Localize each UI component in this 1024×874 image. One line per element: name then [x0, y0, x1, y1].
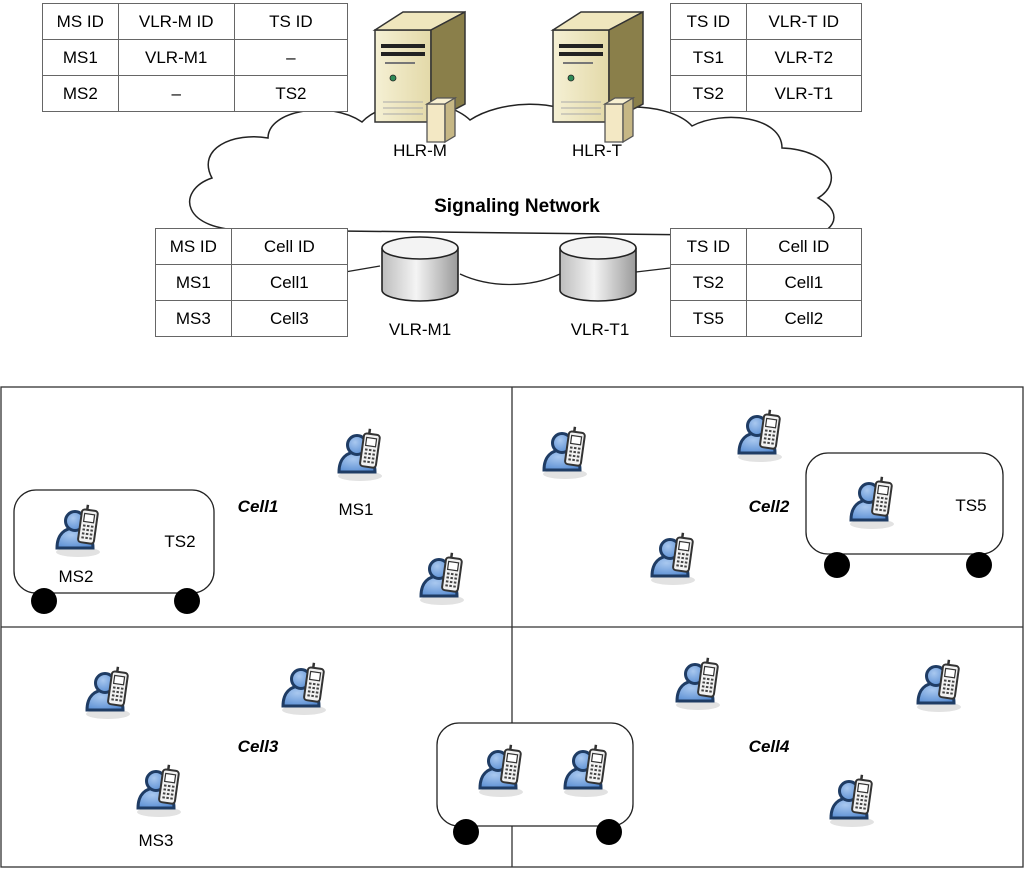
vlr-m1-label: VLR-M1: [389, 320, 451, 339]
table-cell: TS5: [670, 300, 747, 337]
mobile-user-icon: [828, 772, 876, 829]
mobile-user-icon: [674, 655, 722, 712]
signaling-network-title: Signaling Network: [434, 196, 600, 217]
vlr-t1-database-icon: [559, 236, 637, 302]
mobile-user-icon: [649, 530, 697, 587]
table-cell: Cell1: [230, 264, 349, 301]
table-header-cell: VLR-M ID: [117, 3, 235, 40]
table-header-row: MS ID VLR-M ID TS ID: [42, 3, 349, 40]
mobile-user-icon: [915, 657, 963, 714]
vlr-t1-label: VLR-T1: [571, 320, 630, 339]
table-header-row: MS ID Cell ID: [155, 228, 349, 265]
table-row: MS3 Cell3: [155, 300, 349, 337]
vehicle-terminal-icon: [436, 722, 634, 845]
vlr-t1-table: TS ID Cell ID TS2 Cell1 TS5 Cell2: [670, 228, 863, 337]
vlr-m1-database-icon: [381, 236, 459, 302]
ts2-label: TS2: [164, 532, 195, 551]
mobile-user-icon: [336, 426, 384, 483]
table-row: TS5 Cell2: [670, 300, 863, 337]
table-header-cell: MS ID: [155, 228, 232, 265]
table-header-cell: MS ID: [42, 3, 119, 40]
table-row: TS2 Cell1: [670, 264, 863, 301]
hlr-m-server-icon: [374, 11, 466, 143]
ms2-label: MS2: [59, 567, 94, 586]
table-row: TS2 VLR-T1: [670, 75, 863, 112]
hlr-t-server-icon: [552, 11, 644, 143]
table-cell: MS3: [155, 300, 232, 337]
table-header-cell: VLR-T ID: [745, 3, 863, 40]
mobile-user-icon: [135, 762, 183, 819]
table-cell: TS2: [670, 264, 747, 301]
cell2-label: Cell2: [749, 497, 790, 516]
table-cell: Cell3: [230, 300, 349, 337]
table-cell: Cell2: [745, 300, 863, 337]
hlr-m-label: HLR-M: [393, 141, 447, 160]
table-cell: MS1: [155, 264, 232, 301]
table-header-cell: Cell ID: [230, 228, 349, 265]
ts5-label: TS5: [955, 496, 986, 515]
table-cell: VLR-T1: [745, 75, 863, 112]
hlr-m-table: MS ID VLR-M ID TS ID MS1 VLR-M1 – MS2 – …: [42, 3, 349, 112]
table-row: MS1 Cell1: [155, 264, 349, 301]
table-cell: –: [117, 75, 235, 112]
vlr-m1-table: MS ID Cell ID MS1 Cell1 MS3 Cell3: [155, 228, 349, 337]
table-header-cell: Cell ID: [745, 228, 863, 265]
cell4-label: Cell4: [749, 737, 790, 756]
table-header-cell: TS ID: [670, 228, 747, 265]
ms3-label: MS3: [139, 831, 174, 850]
table-cell: TS2: [670, 75, 747, 112]
table-cell: MS1: [42, 39, 119, 76]
mobile-user-icon: [418, 550, 466, 607]
vehicle-terminal-icon: [805, 452, 1004, 578]
ms1-label: MS1: [339, 500, 374, 519]
hlr-t-table: TS ID VLR-T ID TS1 VLR-T2 TS2 VLR-T1: [670, 3, 863, 112]
vehicle-terminal-icon: [13, 489, 215, 614]
mobile-user-icon: [736, 407, 784, 464]
table-header-row: TS ID Cell ID: [670, 228, 863, 265]
table-row: MS1 VLR-M1 –: [42, 39, 349, 76]
cell1-label: Cell1: [238, 497, 279, 516]
table-cell: VLR-M1: [117, 39, 235, 76]
table-row: TS1 VLR-T2: [670, 39, 863, 76]
mobile-user-icon: [280, 660, 328, 717]
table-cell: –: [233, 39, 349, 76]
table-header-cell: TS ID: [670, 3, 747, 40]
table-cell: TS1: [670, 39, 747, 76]
table-header-row: TS ID VLR-T ID: [670, 3, 863, 40]
table-cell: Cell1: [745, 264, 863, 301]
table-cell: TS2: [233, 75, 349, 112]
table-header-cell: TS ID: [233, 3, 349, 40]
mobile-user-icon: [541, 424, 589, 481]
hlr-t-label: HLR-T: [572, 141, 622, 160]
vlr-link-line: [635, 267, 671, 273]
table-cell: MS2: [42, 75, 119, 112]
table-cell: VLR-T2: [745, 39, 863, 76]
vlr-link-line: [344, 265, 381, 273]
vlr-link-line: [459, 273, 561, 286]
table-row: MS2 – TS2: [42, 75, 349, 112]
mobile-user-icon: [84, 664, 132, 721]
cell3-label: Cell3: [238, 737, 279, 756]
signaling-network-cloud: [188, 102, 835, 237]
